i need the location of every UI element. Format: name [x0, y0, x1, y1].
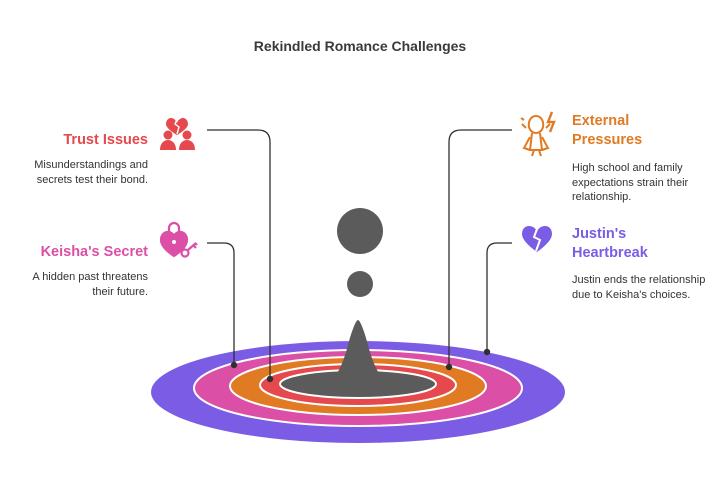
- label-trust-issues: Trust Issues: [63, 132, 148, 148]
- splash-peak: [300, 320, 416, 392]
- label-justins-heartbreak: Justin's Heartbreak: [572, 226, 648, 261]
- drop-large: [337, 208, 383, 254]
- connector-dot-keisha: [230, 361, 238, 369]
- connector-dot-justin: [483, 348, 491, 356]
- drop-small: [347, 271, 373, 297]
- description-external-pressures: High school and family expectations stra…: [572, 162, 689, 203]
- connector-keisha: [207, 242, 235, 365]
- connector-dot-external: [445, 363, 453, 371]
- broken-heart-couple-icon: [160, 118, 195, 150]
- label-keishas-secret: Keisha's Secret: [40, 244, 148, 260]
- connector-dot-trust: [266, 375, 274, 383]
- description-trust-issues: Misunderstandings and secrets test their…: [34, 159, 148, 186]
- label-external-pressures: External Pressures: [572, 113, 643, 148]
- connector-trust: [207, 129, 271, 379]
- connector-justin: [486, 242, 512, 352]
- heart-lock-key-icon: [159, 221, 198, 258]
- connector-external: [448, 129, 512, 367]
- broken-heart-icon: [522, 226, 552, 252]
- stressed-person-icon: [520, 111, 556, 157]
- description-justins-heartbreak: Justin ends the relationship due to Keis…: [572, 274, 706, 301]
- description-keishas-secret: A hidden past threatens their future.: [32, 271, 148, 298]
- diagram-title: Rekindled Romance Challenges: [253, 38, 467, 54]
